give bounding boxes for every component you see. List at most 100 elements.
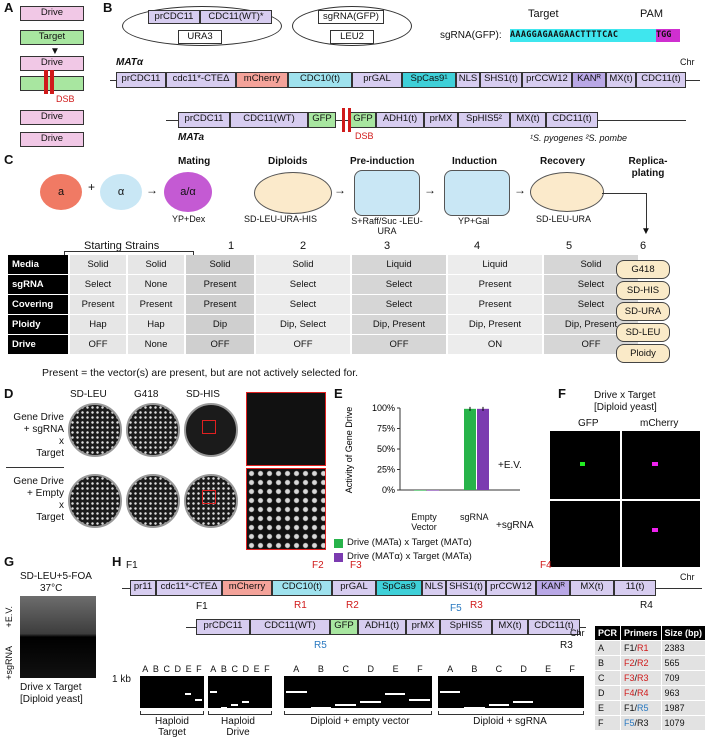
pcr-cell: A xyxy=(593,640,622,656)
cell: Select xyxy=(544,275,638,294)
mat-alpha-label: MATα xyxy=(116,57,144,68)
step-recovery-title: Recovery xyxy=(540,156,586,167)
target-box: Target xyxy=(20,30,84,45)
lane-letter: A xyxy=(447,664,454,674)
starting-bracket xyxy=(64,251,194,256)
primer-fwd: F2 xyxy=(624,658,635,668)
lane-letter: B xyxy=(317,664,324,674)
g-foot1: Drive x Target xyxy=(20,682,82,693)
group-diploid-ev: Diploid + empty vector xyxy=(310,716,410,727)
panel-b-label: B xyxy=(103,0,113,15)
dsb-mark-b xyxy=(342,108,345,132)
f-title1: Drive x Target xyxy=(594,390,656,401)
prcdc11-element: prCDC11 xyxy=(116,72,166,88)
f-col-gfp: GFP xyxy=(578,418,599,429)
h-gfp: GFP xyxy=(330,619,358,635)
h-bottom-construct: prCDC11 CDC11(WT) GFP ADH1(t) prMX SpHIS… xyxy=(196,619,580,635)
d-row1-line1: Gene Drive xyxy=(13,412,64,423)
primer-f1-bottom: F1 xyxy=(196,601,208,612)
pcr-cell: 709 xyxy=(660,670,707,686)
primer-r3-top: R3 xyxy=(470,600,483,611)
primer-r1: R1 xyxy=(294,600,307,611)
legend-label-2: Drive (MATα) x Target (MATa) xyxy=(347,551,472,562)
step-diploids-sub: SD-LEU-URA-HIS xyxy=(244,214,318,224)
arrow-down-icon: ▼ xyxy=(50,46,60,57)
zoom-box-2 xyxy=(202,490,216,504)
kanr-element: KANᴿ xyxy=(572,72,606,88)
primer-r3-bottom: R3 xyxy=(560,640,573,651)
primer-r4: R4 xyxy=(640,600,653,611)
h-prgal: prGAL xyxy=(332,580,376,596)
cell: OFF xyxy=(70,335,126,354)
gel-lane-group xyxy=(208,676,272,708)
lane-letter: C xyxy=(342,664,349,674)
drive-box-4: Drive xyxy=(20,132,84,147)
row-sgrna: sgRNA Select None Present Select Select … xyxy=(8,275,638,294)
chr-label: Chr xyxy=(680,57,695,67)
shs1t-element: SHS1(t) xyxy=(480,72,522,88)
group-haploid-drive: Haploid Drive xyxy=(221,716,255,738)
pcr-cell: F1/R1 xyxy=(620,640,662,656)
mxt-target: MX(t) xyxy=(510,112,546,128)
row-covering: Covering Present Present Present Select … xyxy=(8,295,638,314)
group-bracket xyxy=(284,711,432,715)
micrograph-gfp-sgrna xyxy=(550,501,620,567)
primer-rev: R2 xyxy=(637,658,649,668)
cdc11t-element: CDC11(t) xyxy=(636,72,686,88)
col-num-1: 1 xyxy=(228,240,235,252)
row-media: Media Solid Solid Solid Solid Liquid Liq… xyxy=(8,255,638,274)
cell: Liquid xyxy=(352,255,446,274)
lane-letter: E xyxy=(185,664,192,674)
pcr-cell: F2/R2 xyxy=(620,655,662,671)
drive-box-2: Drive xyxy=(20,56,84,71)
d-row2-label: Gene Drive + Empty x Target xyxy=(6,476,64,524)
gel-band xyxy=(310,706,332,709)
step-preinduction-title: Pre-induction xyxy=(350,156,415,167)
hdr-media: Media xyxy=(8,255,68,274)
step-preinduction-sub: S+Raff/Suc -LEU-URA xyxy=(351,216,423,236)
gel-band xyxy=(231,704,238,707)
gel-lane-group xyxy=(438,676,584,708)
h-prmx: prMX xyxy=(406,619,440,635)
pcr-cell: B xyxy=(593,655,622,671)
pcr-cell: E xyxy=(593,700,622,716)
pcr-cell: 565 xyxy=(660,655,707,671)
col-num-4: 4 xyxy=(474,240,481,252)
h-shs1t: SHS1(t) xyxy=(446,580,486,596)
plate-g418-2 xyxy=(126,474,180,528)
lane-letter: B xyxy=(220,664,227,674)
pcr-cell: F4/R4 xyxy=(620,685,662,701)
chart-bars xyxy=(414,406,489,491)
replica-ploidy: Ploidy xyxy=(616,344,670,363)
primer-f2: F2 xyxy=(312,560,324,571)
prccw12-element: prCCW12 xyxy=(522,72,572,88)
cell: OFF xyxy=(352,335,446,354)
cell: Present xyxy=(186,295,254,314)
step-mating-sub: YP+Dex xyxy=(172,214,206,224)
dsb-label: DSB xyxy=(56,94,75,104)
primer-f3: F3 xyxy=(350,560,362,571)
dsb-mark-b2 xyxy=(348,108,351,132)
petri-dish-diploids xyxy=(254,172,332,214)
cell: Liquid xyxy=(448,255,542,274)
table-note: Present = the vector(s) are present, but… xyxy=(42,367,359,379)
g-foot2: [Diploid yeast] xyxy=(20,694,83,705)
legend-swatch-2 xyxy=(334,553,343,562)
cell: Dip xyxy=(186,315,254,334)
col-num-6: 6 xyxy=(640,240,647,252)
gel-band xyxy=(488,704,509,707)
bar-2-1 xyxy=(427,490,439,491)
plate-g418-1 xyxy=(126,403,180,457)
h-chr-label: Chr xyxy=(680,572,695,582)
plate-sdhis-2 xyxy=(184,474,238,528)
d-col-sd-leu: SD-LEU xyxy=(70,389,107,400)
flask-preinduction xyxy=(354,170,420,216)
drive-box-3: Drive xyxy=(20,110,84,125)
group-haploid-target: Haploid Target xyxy=(155,716,189,738)
cell: Dip, Present xyxy=(352,315,446,334)
gel-band xyxy=(184,692,192,695)
f-row-ev: +E.V. xyxy=(498,460,522,471)
